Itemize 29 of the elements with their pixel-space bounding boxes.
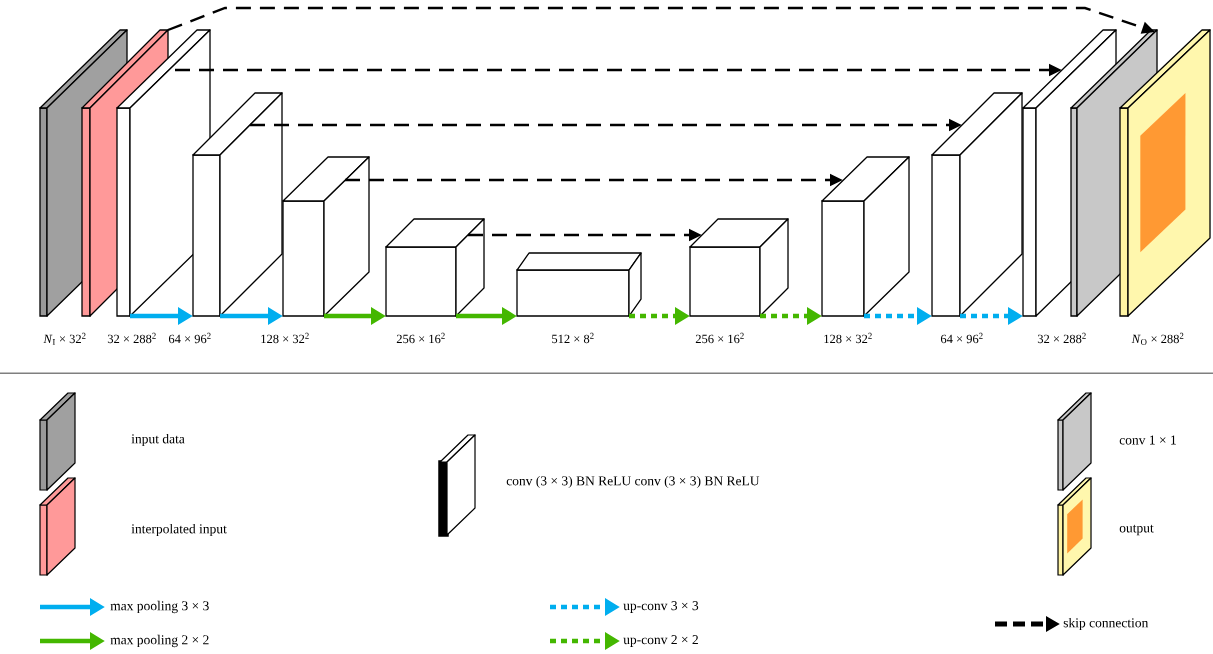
legend-label: interpolated input	[131, 523, 227, 537]
size-label: 32 × 288$^{2}$	[107, 332, 156, 344]
size-label: 128 × 32$^{2}$	[261, 332, 309, 344]
size-label: 512 × 8$^{2}$	[552, 332, 594, 344]
feature-map-block	[516, 252, 642, 317]
legend-label: conv 1 × 1	[1119, 435, 1176, 445]
feature-map-block	[385, 218, 485, 317]
legend-label: up-conv 3 × 3	[623, 601, 699, 613]
size-label: 32 × 288$^{2}$	[1037, 332, 1086, 344]
feature-map-block	[192, 92, 283, 317]
legend-label: skip connection	[1063, 617, 1149, 631]
feature-map-block	[689, 218, 789, 317]
legend-label: conv (3 × 3) BN ReLU conv (3 × 3) BN ReLU	[506, 475, 760, 489]
feature-map-block	[931, 92, 1023, 317]
size-label: 256 × 16$^{2}$	[695, 332, 744, 344]
legend-label: max pooling 3 × 3	[110, 600, 209, 614]
size-label: 64 × 96$^{2}$	[940, 332, 983, 344]
legend-label: input data	[131, 433, 185, 447]
size-label: 64 × 96$^{2}$	[168, 332, 211, 344]
feature-map-block	[282, 156, 370, 317]
legend-label: output	[1119, 524, 1154, 536]
size-label: N$_{O}$ × 288$^{2}$	[1131, 332, 1184, 345]
size-label: 256 × 16$^{2}$	[396, 332, 445, 344]
legend-label: max pooling 2 × 2	[110, 634, 209, 648]
size-label: 128 × 32$^{2}$	[824, 332, 872, 344]
size-label: N$_{I}$ × 32$^{2}$	[43, 332, 86, 345]
legend-label: up-conv 2 × 2	[623, 635, 698, 647]
feature-map-block	[1119, 29, 1211, 317]
feature-map-block	[821, 156, 910, 317]
